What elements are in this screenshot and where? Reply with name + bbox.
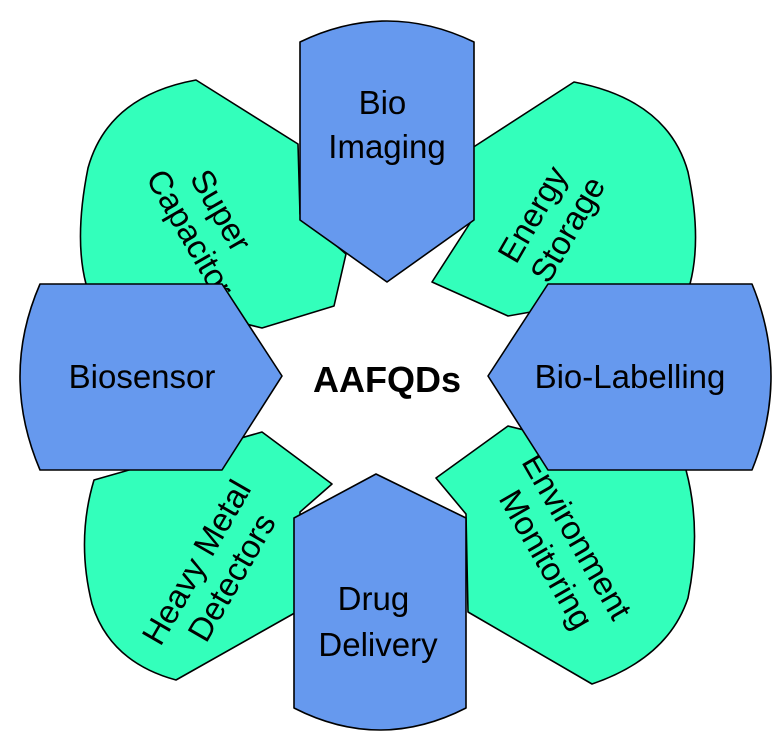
petal-drug-delivery-shape — [293, 473, 467, 731]
petal-energy-storage-shape — [431, 81, 697, 317]
petal-drug-delivery-label: Drug Delivery — [318, 580, 438, 663]
petal-energy-storage: Energy Storage — [431, 81, 697, 317]
petal-heavy-metal-detectors: Heavy Metal Detectors — [83, 431, 333, 681]
petal-heavy-metal-detectors-shape — [83, 431, 333, 681]
petal-environment-monitoring-shape — [435, 425, 696, 685]
petal-environment-monitoring: Environment Monitoring — [435, 425, 696, 685]
petal-biosensor-shape — [19, 283, 283, 471]
petal-bio-imaging: Bio Imaging — [299, 20, 475, 283]
petal-biosensor: Biosensor — [19, 283, 283, 471]
center-label: AAFQDs — [313, 359, 461, 400]
petal-bio-labelling: Bio-Labelling — [487, 283, 772, 471]
petal-bio-labelling-shape — [487, 283, 772, 471]
petal-biosensor-label: Biosensor — [69, 358, 216, 395]
petal-bio-imaging-label: Bio Imaging — [328, 84, 445, 165]
petal-bio-labelling-label: Bio-Labelling — [535, 358, 726, 395]
petal-bio-imaging-shape — [299, 20, 475, 283]
petal-drug-delivery: Drug Delivery — [293, 473, 467, 731]
